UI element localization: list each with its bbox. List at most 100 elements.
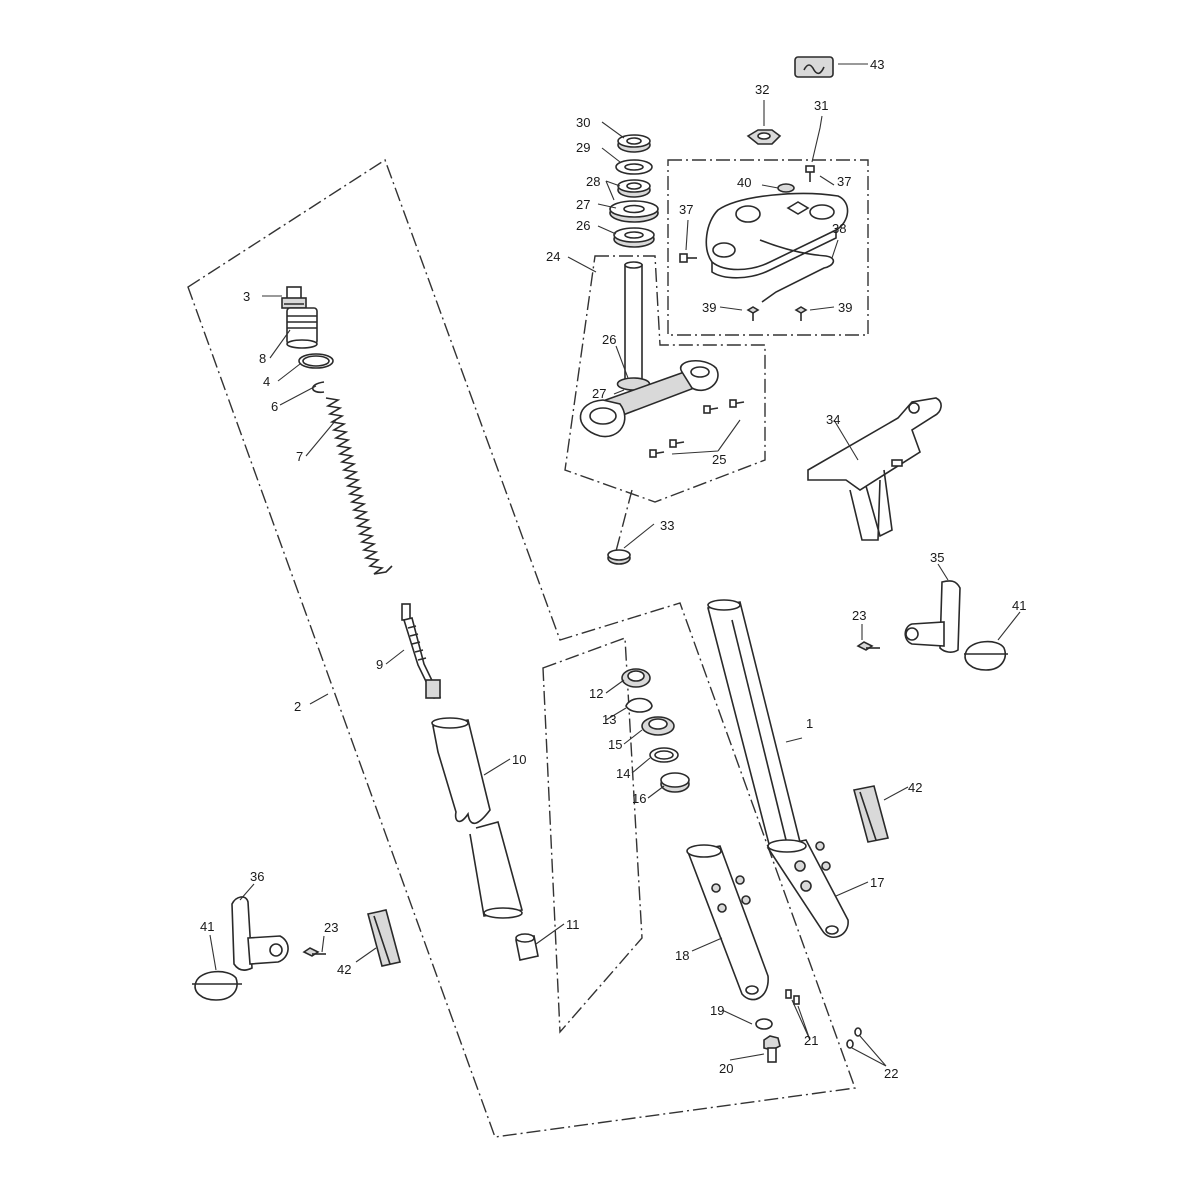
label-19: 19 (710, 1003, 724, 1018)
part-27-dust-cover[interactable] (609, 200, 659, 223)
label-32: 32 (755, 82, 769, 97)
part-35-reflector-bracket[interactable] (904, 580, 961, 653)
label-4: 4 (263, 374, 270, 389)
label-35: 35 (930, 550, 944, 565)
label-37a: 37 (837, 174, 851, 189)
label-9: 9 (376, 657, 383, 672)
label-17: 17 (870, 875, 884, 890)
part-13-clip[interactable] (625, 697, 653, 713)
part-10-tube[interactable] (431, 717, 524, 919)
part-29-washer[interactable] (615, 159, 653, 175)
label-25: 25 (712, 452, 726, 467)
label-6: 6 (271, 399, 278, 414)
part-22-pins[interactable] (846, 1027, 862, 1049)
label-2: 2 (294, 699, 301, 714)
label-43: 43 (870, 57, 884, 72)
part-11-spacer[interactable] (515, 933, 539, 961)
label-23a: 23 (852, 608, 866, 623)
label-3: 3 (243, 289, 250, 304)
part-31-top-yoke[interactable] (705, 192, 849, 279)
label-41b: 41 (200, 919, 214, 934)
part-14-washer[interactable] (649, 747, 679, 763)
part-41-reflector-right[interactable] (964, 640, 1008, 671)
part-30-adjuster-nut[interactable] (617, 134, 651, 153)
part-39-bolts[interactable] (746, 306, 808, 321)
label-8: 8 (259, 351, 266, 366)
part-1-inner-tube[interactable] (707, 599, 801, 849)
label-42b: 42 (337, 962, 351, 977)
part-20-bolt[interactable] (763, 1035, 781, 1063)
part-26-bearing-upper[interactable] (613, 227, 655, 248)
part-8-cap-body[interactable] (286, 307, 318, 349)
label-28: 28 (586, 174, 600, 189)
part-25-bolts[interactable] (649, 399, 745, 458)
label-30: 30 (576, 115, 590, 130)
damper-kit-outline (542, 637, 643, 1034)
label-20: 20 (719, 1061, 733, 1076)
part-40-plug[interactable] (777, 183, 795, 193)
label-36: 36 (250, 869, 264, 884)
part-23-screw-left[interactable] (302, 947, 326, 957)
label-40: 40 (737, 175, 751, 190)
part-15-seal[interactable] (641, 716, 675, 736)
part-4-o-ring[interactable] (298, 353, 334, 369)
part-42-reflector-left[interactable] (367, 909, 401, 967)
label-39a: 39 (702, 300, 716, 315)
label-37b: 37 (679, 202, 693, 217)
label-22: 22 (884, 1066, 898, 1081)
stem-to-nut-link (614, 489, 633, 556)
part-33-nut[interactable] (607, 549, 631, 565)
part-9-damper-rod[interactable] (401, 603, 442, 699)
label-27a: 27 (576, 197, 590, 212)
part-18-outer-leg[interactable] (686, 844, 769, 1001)
lower-yoke-outline (564, 255, 766, 503)
label-26a: 26 (576, 218, 590, 233)
label-34: 34 (826, 412, 840, 427)
part-24-lower-yoke[interactable] (579, 261, 719, 438)
label-24: 24 (546, 249, 560, 264)
part-16-bush[interactable] (660, 772, 690, 793)
label-18: 18 (675, 948, 689, 963)
leader-lines (209, 63, 1021, 1067)
part-36-reflector-bracket[interactable] (231, 896, 289, 971)
label-42a: 42 (908, 780, 922, 795)
label-21: 21 (804, 1033, 818, 1048)
part-3-cap[interactable] (281, 286, 307, 309)
label-1: 1 (806, 716, 813, 731)
fork-assembly-outline (187, 158, 856, 1138)
label-38: 38 (832, 221, 846, 236)
part-37-bolts[interactable] (679, 165, 815, 263)
label-33: 33 (660, 518, 674, 533)
part-labels: 43 32 31 30 29 28 27 26 24 26 27 25 33 3… (200, 57, 1026, 1081)
part-41-reflector-left[interactable] (192, 970, 242, 1001)
part-17-outer-leg[interactable] (766, 839, 849, 938)
label-14: 14 (616, 766, 630, 781)
top-yoke-outline (667, 159, 869, 336)
part-12-oil-seal[interactable] (621, 668, 651, 688)
part-7-spring[interactable] (325, 397, 393, 575)
part-21-screws[interactable] (785, 989, 800, 1005)
label-41a: 41 (1012, 598, 1026, 613)
part-6-circlip[interactable] (311, 381, 325, 394)
part-34-bracket[interactable] (807, 397, 942, 541)
label-13: 13 (602, 712, 616, 727)
label-12: 12 (589, 686, 603, 701)
part-32-nut[interactable] (746, 129, 782, 145)
label-15: 15 (608, 737, 622, 752)
part-23-screw-right[interactable] (856, 641, 880, 651)
label-29: 29 (576, 140, 590, 155)
label-11: 11 (566, 917, 580, 932)
part-43-badge[interactable] (794, 56, 834, 78)
part-38-wire[interactable] (759, 239, 835, 303)
part-42-reflector-right[interactable] (853, 785, 889, 843)
label-16: 16 (632, 791, 646, 806)
label-39b: 39 (838, 300, 852, 315)
label-10: 10 (512, 752, 526, 767)
part-28-nut[interactable] (617, 179, 651, 198)
label-31: 31 (814, 98, 828, 113)
label-23b: 23 (324, 920, 338, 935)
part-19-washer[interactable] (755, 1018, 773, 1030)
label-26b: 26 (602, 332, 616, 347)
